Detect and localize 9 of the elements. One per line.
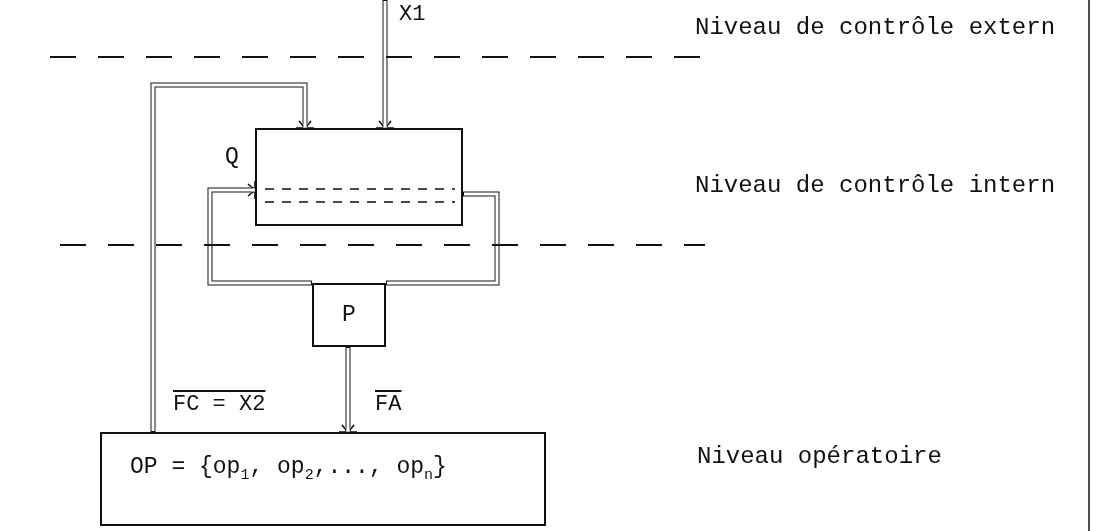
node-label: P	[342, 302, 356, 328]
double-line	[386, 191, 500, 286]
level-label: Niveau de contrôle extern	[695, 14, 1056, 41]
level-label: Niveau opératoire	[697, 443, 942, 470]
node-label: OP = {op$_{1}$, op$_{2}$,..., op$_{n}$}	[129, 453, 447, 484]
process-box	[312, 283, 386, 347]
level-label: Niveau de contrôle intern	[695, 172, 1056, 199]
node-label: Q	[225, 144, 239, 170]
process-box	[100, 432, 546, 526]
